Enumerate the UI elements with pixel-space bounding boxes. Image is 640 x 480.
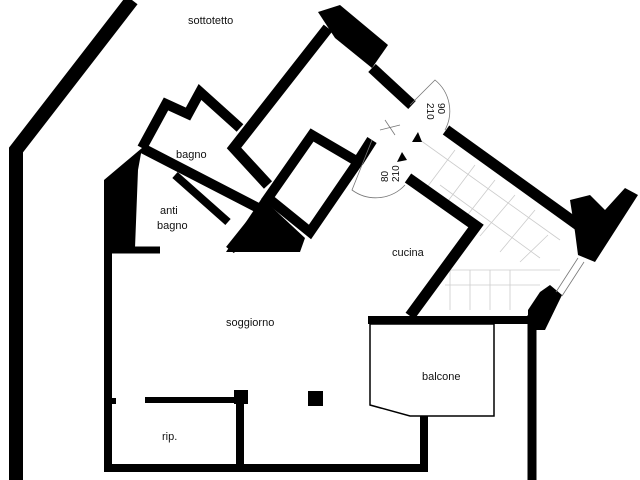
wall-door-left [353,137,377,165]
room-label-soggiorno: soggiorno [226,317,274,329]
wall-top-diagonal [368,63,416,110]
cucina-top-wall [404,173,484,320]
wall-stub [108,398,116,404]
column [308,391,323,406]
arrow-up-icon [412,132,422,142]
door-width: 90 [435,103,446,115]
room-label-cucina: cucina [392,247,425,259]
wall-stair-upper [442,125,589,235]
balcone-outline [369,323,495,417]
room-label-bagno: bagno [176,149,207,161]
column [234,390,248,404]
door-label-80: 80 210 [380,165,402,182]
room-label-anti: anti [160,205,178,217]
room-label-sottotetto: sottotetto [188,15,233,27]
room-label-balcone: balcone [422,371,461,383]
wall-block-top [318,5,388,68]
window [555,257,585,297]
wall-fill-left [104,148,142,252]
room-label-ripostiglio: rip. [162,431,177,443]
wall-block-right [570,188,638,262]
inner-diagonal-wall [226,24,333,189]
anti-bagno-wall [172,172,231,225]
door-swing-80 [351,139,406,199]
room-label-anti-bagno: bagno [157,220,188,232]
threshold [379,119,401,136]
door-swing-90 [409,79,451,131]
wall-triangle [226,198,305,252]
staircase [419,139,561,310]
door-label-90: 90 210 [424,103,446,120]
bagno-wall [137,84,244,151]
central-room-wall [261,128,366,240]
door-width: 80 [380,170,391,182]
outer-wall-left [9,0,138,480]
apartment-left-wall [104,180,428,472]
door-height: 210 [424,103,435,120]
arrow-down-icon [397,152,407,162]
door-height: 210 [391,165,402,182]
